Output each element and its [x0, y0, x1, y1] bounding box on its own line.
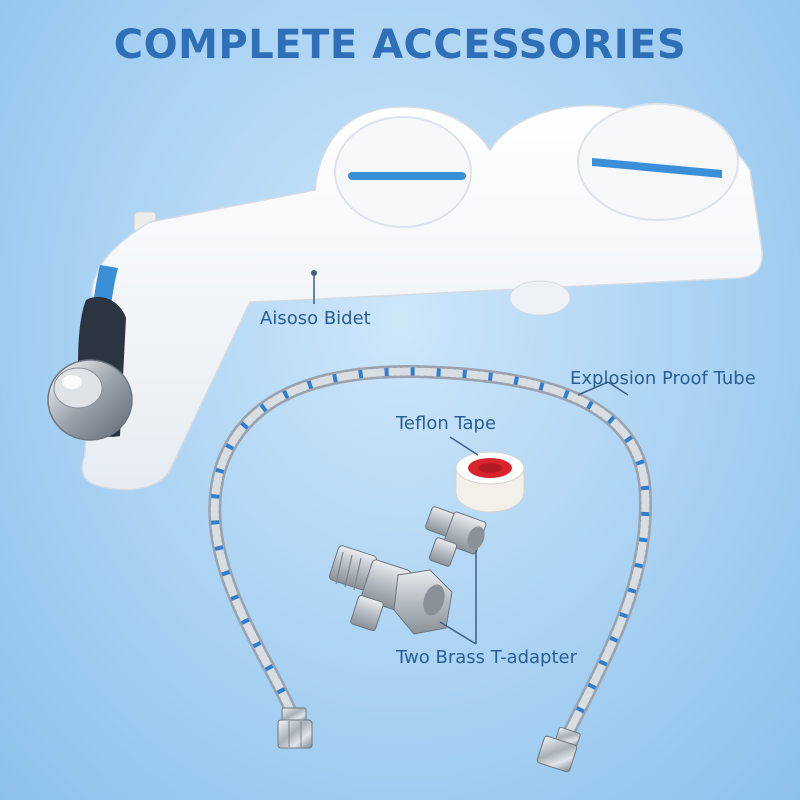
label-tape: Teflon Tape — [396, 413, 497, 434]
pressure-knob-icon — [47, 359, 133, 441]
hose-nut-right-icon — [536, 726, 581, 773]
explosion-proof-tube — [208, 365, 652, 773]
tape-leader — [449, 436, 479, 456]
mount-slot-left-icon — [334, 116, 472, 228]
bidet-product — [47, 103, 764, 491]
tube-leader — [577, 381, 629, 396]
label-bidet: Aisoso Bidet — [260, 308, 371, 329]
hose-nut-left-icon — [277, 707, 313, 749]
adapter-leader — [439, 550, 477, 645]
label-adapter: Two Brass T-adapter — [396, 647, 578, 668]
t-adapter-small-icon — [425, 506, 487, 567]
label-tube: Explosion Proof Tube — [570, 368, 756, 389]
t-adapter-large-icon — [328, 545, 453, 635]
mount-slot-right-icon — [577, 103, 739, 221]
page-title: COMPLETE ACCESSORIES — [113, 22, 687, 68]
teflon-tape-icon — [455, 451, 525, 513]
bidet-leader — [311, 270, 317, 304]
